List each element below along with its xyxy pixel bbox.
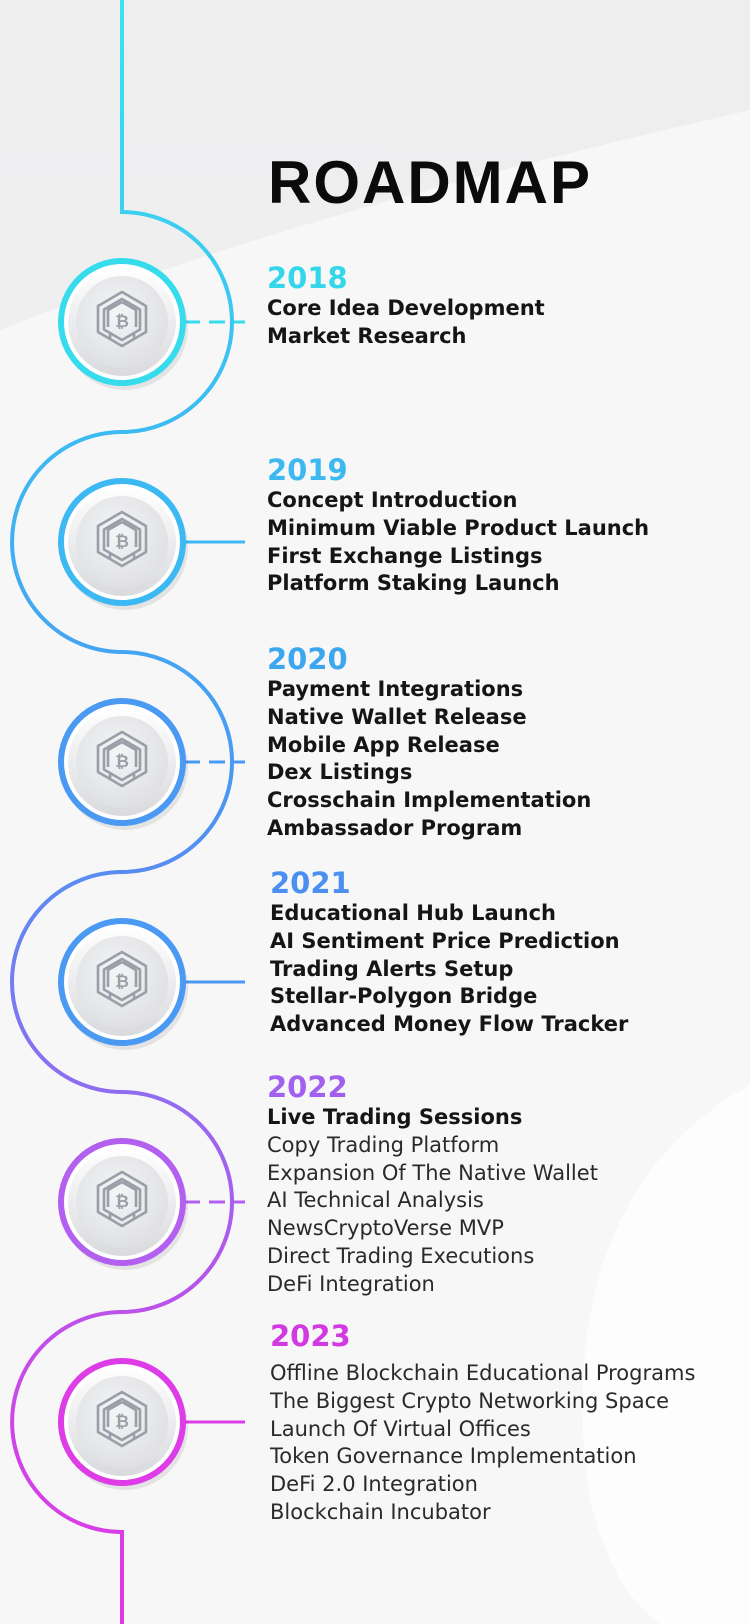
milestone-item: Offline Blockchain Educational Programs bbox=[270, 1361, 696, 1385]
milestone-item: Stellar-Polygon Bridge bbox=[270, 984, 538, 1009]
milestone-node bbox=[58, 258, 188, 390]
milestone-2019: 2019 Concept Introduction Minimum Viable… bbox=[267, 454, 649, 598]
milestone-item: Ambassador Program bbox=[267, 815, 523, 840]
milestone-year: 2021 bbox=[270, 866, 351, 900]
milestone-item: Platform Staking Launch bbox=[267, 571, 560, 596]
milestone-item: Concept Introduction bbox=[267, 488, 518, 512]
milestone-item: Mobile App Release bbox=[267, 732, 500, 757]
milestone-items: Payment Integrations Native Wallet Relea… bbox=[267, 676, 591, 843]
milestone-item: Market Research bbox=[267, 323, 467, 348]
timeline-connectors bbox=[184, 320, 245, 1424]
milestone-item: DeFi Integration bbox=[267, 1271, 435, 1296]
milestone-items: Live Trading Sessions Copy Trading Platf… bbox=[267, 1104, 598, 1299]
timeline-nodes bbox=[58, 258, 188, 1490]
milestone-items: Offline Blockchain Educational Programs … bbox=[270, 1360, 695, 1527]
milestone-node bbox=[58, 918, 188, 1050]
milestone-item: Minimum Viable Product Launch bbox=[267, 515, 650, 540]
milestone-item: Crosschain Implementation bbox=[267, 788, 592, 813]
milestone-2020: 2020 Payment Integrations Native Wallet … bbox=[267, 643, 591, 843]
milestone-item: The Biggest Crypto Networking Space bbox=[270, 1388, 670, 1413]
milestone-2021: 2021 Educational Hub Launch AI Sentiment… bbox=[270, 867, 628, 1039]
milestone-item: AI Technical Analysis bbox=[267, 1188, 484, 1213]
milestone-item: Core Idea Development bbox=[267, 296, 545, 320]
page-title: ROADMAP bbox=[268, 149, 592, 216]
milestone-item: Copy Trading Platform bbox=[267, 1132, 500, 1157]
milestone-year: 2023 bbox=[270, 1319, 351, 1353]
milestone-item: Payment Integrations bbox=[267, 677, 524, 701]
milestone-item: Direct Trading Executions bbox=[267, 1243, 535, 1268]
milestone-item: Expansion Of The Native Wallet bbox=[267, 1160, 598, 1185]
milestone-year: 2020 bbox=[267, 642, 348, 676]
milestone-item: NewsCryptoVerse MVP bbox=[267, 1216, 504, 1241]
milestone-item: Advanced Money Flow Tracker bbox=[270, 1012, 629, 1037]
milestone-items: Concept Introduction Minimum Viable Prod… bbox=[267, 487, 649, 598]
milestone-node bbox=[58, 698, 188, 830]
milestone-2022: 2022 Live Trading Sessions Copy Trading … bbox=[267, 1071, 598, 1299]
milestone-2023: 2023 Offline Blockchain Educational Prog… bbox=[270, 1320, 695, 1527]
milestone-item: AI Sentiment Price Prediction bbox=[270, 928, 620, 953]
milestone-year: 2019 bbox=[267, 453, 348, 487]
milestone-year: 2022 bbox=[267, 1070, 348, 1104]
milestone-items: Core Idea Development Market Research bbox=[267, 295, 545, 351]
milestone-item: Native Wallet Release bbox=[267, 704, 527, 729]
milestone-item: Live Trading Sessions bbox=[267, 1105, 523, 1129]
milestone-2018: 2018 Core Idea Development Market Resear… bbox=[267, 262, 545, 351]
milestone-node bbox=[58, 1358, 188, 1490]
milestone-item: Token Governance Implementation bbox=[270, 1444, 637, 1469]
milestone-node bbox=[58, 1138, 188, 1270]
milestone-node bbox=[58, 478, 188, 610]
milestone-item: Trading Alerts Setup bbox=[270, 956, 514, 981]
milestone-item: Launch Of Virtual Offices bbox=[270, 1416, 531, 1441]
milestone-item: First Exchange Listings bbox=[267, 543, 543, 568]
milestone-items: Educational Hub Launch AI Sentiment Pric… bbox=[270, 900, 628, 1039]
milestone-item: Dex Listings bbox=[267, 760, 413, 785]
milestone-item: Educational Hub Launch bbox=[270, 901, 556, 925]
milestone-item: DeFi 2.0 Integration bbox=[270, 1472, 478, 1497]
milestone-year: 2018 bbox=[267, 261, 348, 295]
milestone-item: Blockchain Incubator bbox=[270, 1499, 491, 1524]
